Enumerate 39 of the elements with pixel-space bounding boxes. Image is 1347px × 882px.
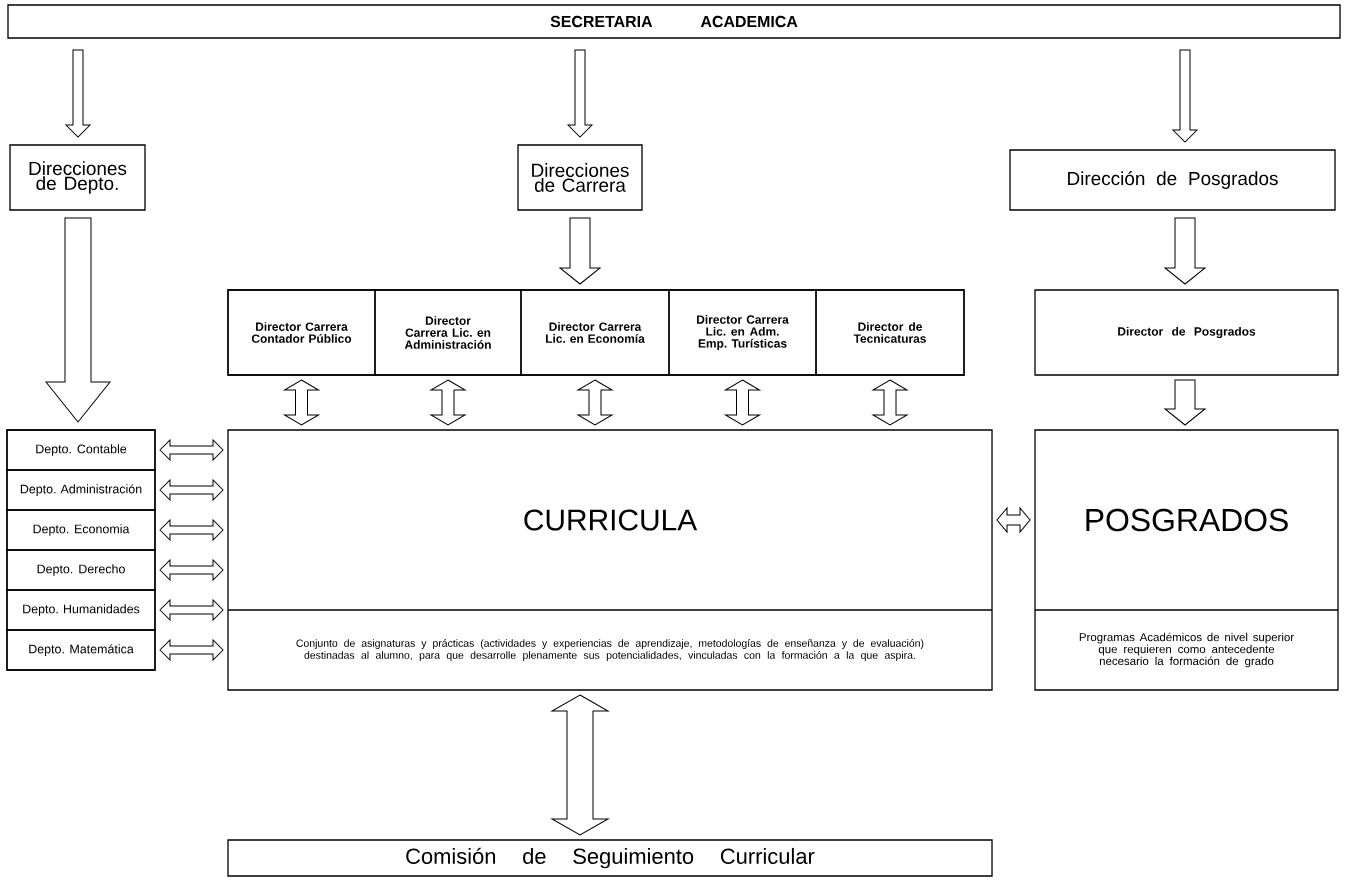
block-arrow [1164,217,1206,285]
block-arrow [65,49,91,138]
header-box: SECRETARIA ACADEMICA [7,4,1341,39]
block-arrow [430,379,466,426]
block-arrow [159,519,224,541]
department-box: Depto. Economia [6,509,156,551]
block-arrow [559,217,601,285]
block-arrow [567,49,593,138]
title-box: Direcciones de Depto. [9,144,146,211]
block-arrow [725,379,760,426]
director-box: Director Carrera Lic. en Economía [520,289,670,376]
block-arrow [159,479,224,501]
director-box: Director de Tecnicaturas [815,289,965,376]
title-box: Dirección de Posgrados [1009,149,1336,211]
department-box: Depto. Administración [6,469,156,511]
block-arrow [159,599,224,621]
director-box: Director Carrera Contador Público [227,289,376,376]
department-box: Depto. Humanidades [6,589,156,631]
block-arrow [45,217,111,423]
committee-box: Comisión de Seguimiento Curricular [227,839,993,877]
block-arrow [284,379,319,426]
block-arrow [551,694,609,836]
title-box: Director de Posgrados [1034,289,1339,376]
block-arrow [577,379,613,426]
department-box: Depto. Matemática [6,629,156,671]
block-arrow [872,379,908,426]
department-box: Depto. Derecho [6,549,156,591]
director-box: Director Carrera Lic. en Administración [374,289,522,376]
block-arrow [1164,379,1206,426]
block-arrow [159,559,224,581]
block-arrow [159,439,224,461]
block-arrow [159,639,224,661]
block-arrow [1172,49,1198,143]
director-box: Director Carrera Lic. en Adm. Emp. Turísticas [668,289,817,376]
block-arrow [996,507,1031,533]
department-box: Depto. Contable [6,429,156,471]
postgraduate-panel: POSGRADOS Programas Académicos de nivel superior que requieren como antecedente necesario la formación de grado [1034,429,1339,691]
title-box: Direcciones de Carrera [517,144,643,211]
curricula-panel: CURRICULA Conjunto de asignaturas y prácticas (actividades y experiencias de aprendizaje, metodologías de enseñanza y de evaluación) destinadas al alumno, para que desarrolle plenamente sus potencialidades, vinculadas con la formación a la que aspira. [227,429,993,691]
